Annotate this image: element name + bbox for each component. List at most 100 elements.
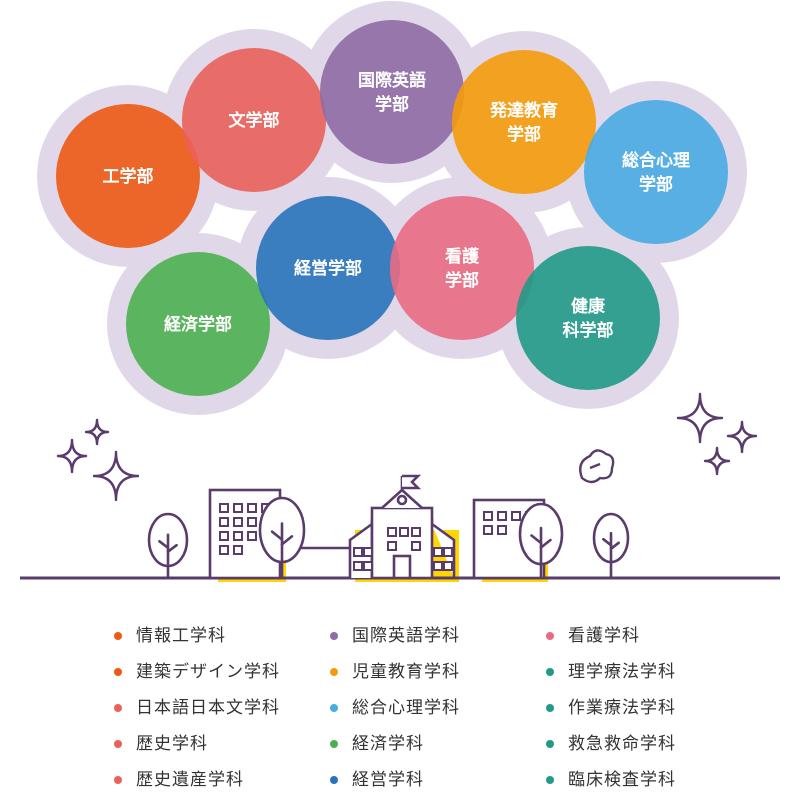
faculty-bubble-label: 総合心理: [622, 150, 690, 171]
department-item: 児童教育学科: [330, 658, 460, 694]
department-item: 歴史学科: [114, 730, 280, 766]
department-label: 臨床検査学科: [568, 770, 676, 790]
window: [497, 511, 507, 521]
window: [233, 545, 243, 555]
faculty-bubble-letters: 文学部: [182, 48, 326, 192]
department-item: 経済学科: [330, 730, 460, 766]
bullet-dot-icon: [546, 740, 554, 748]
department-label: 歴史学科: [136, 734, 208, 754]
window: [443, 561, 453, 571]
sparkle-icon: [56, 438, 88, 474]
faculty-bubble-label: 工学部: [103, 166, 154, 187]
faculty-bubble-economics: 経済学部: [126, 252, 270, 396]
department-column: 国際英語学科児童教育学科総合心理学科経済学科経営学科: [330, 622, 460, 802]
window: [219, 517, 229, 527]
bullet-dot-icon: [114, 704, 122, 712]
faculty-bubble-label: 健康: [571, 296, 606, 317]
department-item: 理学療法学科: [546, 658, 676, 694]
window: [443, 547, 453, 557]
department-item: 建築デザイン学科: [114, 658, 280, 694]
faculty-bubble-label: 国際英語: [358, 70, 426, 91]
department-label: 看護学科: [568, 626, 640, 646]
department-label: 日本語日本文学科: [136, 698, 280, 718]
department-item: 情報工学科: [114, 622, 280, 658]
department-item: 臨床検査学科: [546, 766, 676, 802]
window: [363, 547, 373, 557]
window: [399, 527, 409, 537]
department-label: 建築デザイン学科: [136, 662, 280, 682]
department-label: 総合心理学科: [352, 698, 460, 718]
faculty-bubble-label: 看護: [444, 246, 480, 267]
bullet-dot-icon: [114, 668, 122, 676]
faculty-bubble-label: 学部: [639, 174, 673, 195]
window: [483, 511, 493, 521]
window: [387, 541, 397, 551]
faculty-bubble-label: 経済学部: [164, 314, 232, 335]
department-item: 看護学科: [546, 622, 676, 658]
bullet-dot-icon: [546, 776, 554, 784]
department-label: 国際英語学科: [352, 626, 460, 646]
department-lists: 情報工学科建築デザイン学科日本語日本文学科歴史学科歴史遺産学科 国際英語学科児童…: [0, 600, 800, 790]
window: [247, 517, 257, 527]
department-item: 日本語日本文学科: [114, 694, 280, 730]
department-label: 経営学科: [352, 770, 424, 790]
faculty-bubble-label: 文学部: [229, 110, 280, 131]
building-windows: [219, 503, 271, 555]
window: [433, 561, 443, 571]
tree-group: [147, 496, 630, 580]
sparkle-icon: [726, 420, 758, 454]
faculty-bubble-label: 経営学部: [294, 258, 362, 279]
faculty-bubble-engineering: 工学部: [56, 104, 200, 248]
department-item: 救急救命学科: [546, 730, 676, 766]
faculty-bubble-label: 発達教育: [489, 100, 558, 121]
bullet-dot-icon: [546, 704, 554, 712]
window: [247, 531, 257, 541]
window: [353, 561, 363, 571]
department-label: 理学療法学科: [568, 662, 676, 682]
bullet-dot-icon: [330, 704, 338, 712]
window: [387, 527, 397, 537]
department-label: 情報工学科: [136, 626, 226, 646]
window: [411, 541, 421, 551]
sparkle-icon: [676, 392, 724, 444]
faculty-bubble-label: 学部: [507, 124, 541, 145]
department-label: 作業療法学科: [568, 698, 676, 718]
faculty-bubble-label: 学部: [375, 94, 409, 115]
sparkle-icon: [92, 450, 140, 502]
bullet-dot-icon: [546, 632, 554, 640]
department-item: 作業療法学科: [546, 694, 676, 730]
bullet-dot-icon: [114, 740, 122, 748]
window: [353, 547, 363, 557]
school-building: [298, 474, 456, 580]
department-label: 救急救命学科: [568, 734, 676, 754]
bullet-dot-icon: [330, 632, 338, 640]
bullet-dot-icon: [330, 668, 338, 676]
department-label: 歴史遺産学科: [136, 770, 244, 790]
bullet-dot-icon: [546, 668, 554, 676]
department-item: 総合心理学科: [330, 694, 460, 730]
window: [233, 517, 243, 527]
window: [511, 511, 521, 521]
department-item: 経営学科: [330, 766, 460, 802]
department-column: 情報工学科建築デザイン学科日本語日本文学科歴史学科歴史遺産学科: [114, 622, 280, 802]
tree-icon: [258, 496, 306, 580]
department-item: 歴史遺産学科: [114, 766, 280, 802]
building-windows: [353, 527, 453, 571]
window: [219, 531, 229, 541]
window: [233, 531, 243, 541]
tree-icon: [518, 502, 564, 580]
sparkle-icon: [84, 418, 110, 446]
department-label: 児童教育学科: [352, 662, 460, 682]
tree-icon: [147, 512, 189, 580]
window: [219, 545, 229, 555]
department-item: 国際英語学科: [330, 622, 460, 658]
sparkle-icons: [56, 392, 758, 502]
leaf-icon: [579, 449, 615, 484]
faculty-bubbles: 工学部文学部国際英語学部発達教育学部総合心理学部経済学部経営学部看護学部健康科学…: [56, 20, 728, 396]
faculty-bubble-label: 科学部: [563, 320, 614, 341]
